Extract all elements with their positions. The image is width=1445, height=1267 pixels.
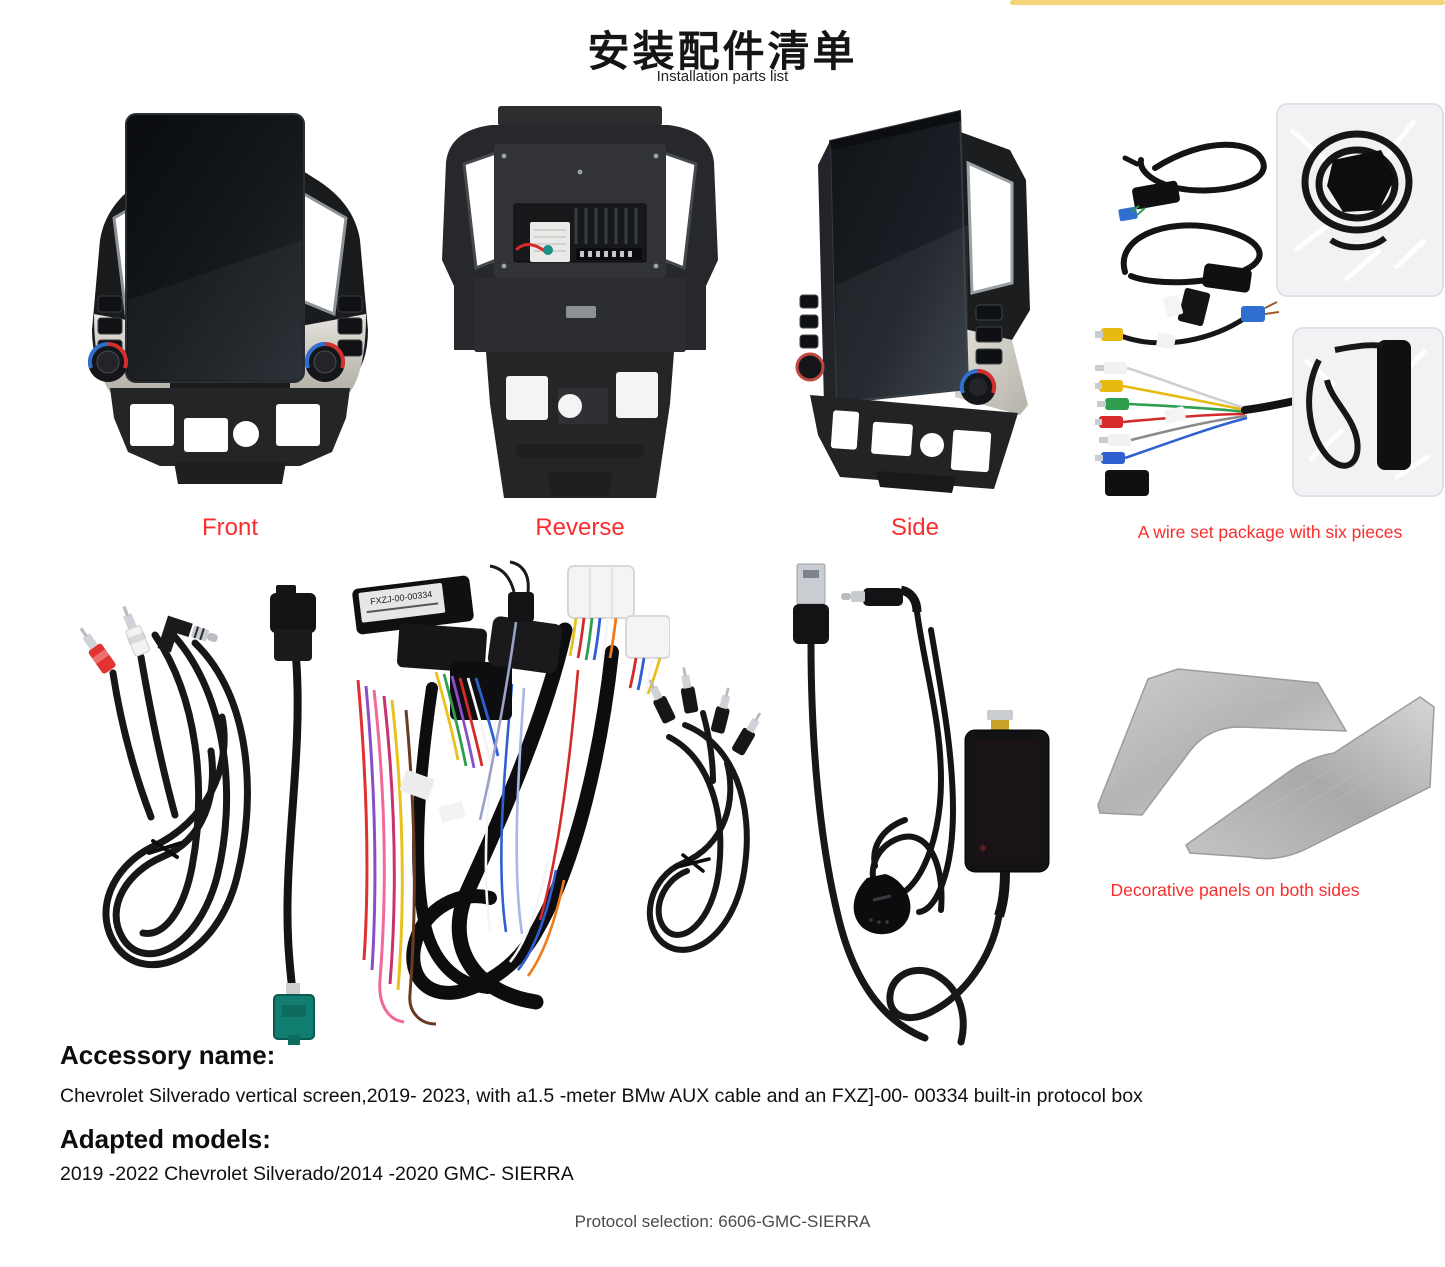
accessory-heading: Accessory name: (60, 1040, 276, 1070)
wire-set-caption: A wire set package with six pieces (1137, 522, 1403, 542)
side-knob-icon (959, 368, 997, 405)
reverse-unit-illustration (442, 106, 718, 498)
decorative-panels-illustration (1097, 668, 1435, 860)
protocol-selection-text: Protocol selection: 6606-GMC-SIERRA (574, 1212, 871, 1231)
models-heading: Adapted models: (60, 1124, 271, 1154)
usb-connector-icon (1118, 155, 1180, 222)
aux-rca-cable-photo (55, 565, 285, 1015)
page-subtitle: Installation parts list (656, 68, 789, 85)
usb-plug-icon (793, 563, 829, 644)
decorative-caption: Decorative panels on both sides (1110, 880, 1360, 900)
front-unit-photo (70, 100, 390, 505)
aux-jack-icon (157, 615, 218, 653)
plastic-bag-icon (1276, 103, 1444, 297)
microphone-icon (853, 874, 911, 935)
rca-coil-cable-photo (625, 655, 775, 985)
side-unit-photo (780, 105, 1050, 500)
fakra-cable-illustration (270, 585, 316, 1045)
right-knob-icon (304, 341, 346, 382)
fakra-cable-photo (240, 575, 350, 1050)
wire-set-illustration (1095, 103, 1444, 497)
fakra-connector-icon (273, 983, 315, 1045)
left-knob-icon (87, 341, 129, 382)
extension-connector-icon (1163, 263, 1252, 327)
decorative-panels-photo (1090, 635, 1445, 870)
main-harness-photo: FXZJ-00-00334 (340, 560, 670, 1045)
black-connector-icon (270, 585, 316, 661)
front-unit-illustration (87, 113, 368, 484)
protocol-box-icon (964, 710, 1050, 918)
accent-bar (1010, 0, 1445, 5)
panel-left-icon (1097, 668, 1348, 816)
wire-set-photo (1095, 100, 1445, 500)
rca-plug-icons (648, 667, 762, 756)
usb-mic-box-illustration (793, 563, 1050, 1046)
models-text: 2019 -2022 Chevrolet Silverado/2014 -202… (60, 1163, 574, 1185)
aux-rca-cable-illustration (79, 605, 251, 968)
two-pin-connector-icon (478, 560, 534, 821)
page-title: 安装配件清单 (587, 28, 858, 75)
side-unit-illustration (795, 109, 1030, 493)
aux-right-angle-plug-icon (841, 585, 922, 613)
usb-mic-box-photo (755, 560, 1065, 1055)
usb-cable-pair-icon (1120, 141, 1267, 286)
video-rca-cable-icon (1095, 301, 1280, 350)
side-caption: Side (890, 514, 940, 541)
accessory-text: Chevrolet Silverado vertical screen,2019… (60, 1085, 1143, 1107)
plastic-bag-2-icon (1292, 327, 1444, 497)
front-caption: Front (201, 514, 258, 541)
panel-right-icon (1185, 696, 1435, 860)
red-rca-plug-icon (79, 627, 116, 674)
main-harness-illustration: FXZJ-00-00334 (352, 560, 670, 1026)
reverse-unit-photo (420, 100, 740, 510)
white-rca-plug-icon (122, 605, 151, 657)
white-connector-icons (567, 565, 670, 695)
rca-coil-cable-illustration (646, 667, 762, 953)
reverse-caption: Reverse (535, 514, 625, 541)
